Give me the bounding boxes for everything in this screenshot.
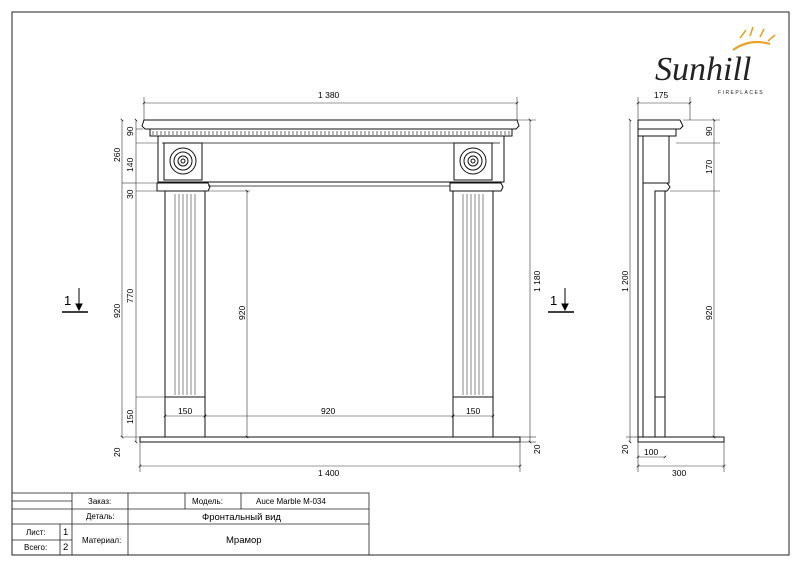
- model-label: Модель:: [192, 497, 223, 506]
- dentils: [152, 131, 510, 135]
- part-value: Фронтальный вид: [202, 512, 281, 523]
- section-mark-left: [62, 288, 88, 313]
- plinth-right: [452, 396, 494, 438]
- dim-side-1200: 1 200: [620, 270, 630, 292]
- side-frieze: [643, 135, 670, 184]
- side-capital: [655, 182, 671, 192]
- dim-front-920: 920: [112, 304, 122, 318]
- logo-brand: Sunhill: [655, 51, 751, 88]
- capital-left: [156, 182, 211, 192]
- dim-front-20-left: 20: [112, 447, 122, 457]
- dim-side-170: 170: [704, 160, 714, 174]
- dim-front-1180: 1 180: [532, 270, 542, 292]
- total-value: 2: [63, 542, 68, 553]
- sunhill-logo: Sunhill FIREPLACES: [655, 26, 776, 96]
- side-dentil: [638, 128, 677, 137]
- dim-pilaster-right-width: 150: [466, 406, 480, 416]
- dim-front-90: 90: [125, 126, 135, 136]
- total-label: Всего:: [24, 543, 47, 552]
- pilaster-left: [164, 190, 206, 398]
- rosette-left-icon: [163, 142, 203, 181]
- dim-opening-height: 920: [237, 306, 247, 320]
- section-mark-right-label: 1: [550, 293, 557, 308]
- hearth: [139, 436, 521, 443]
- dim-front-width-top: 1 380: [318, 90, 340, 100]
- frieze: [157, 135, 505, 183]
- dim-front-20-right: 20: [532, 444, 542, 454]
- capital-right: [449, 182, 504, 192]
- dim-pilaster-left-width: 150: [178, 406, 192, 416]
- dim-side-20: 20: [620, 444, 630, 454]
- dentil-band: [149, 128, 513, 137]
- dim-opening-width: 920: [321, 406, 335, 416]
- side-hearth: [637, 436, 725, 443]
- dim-front-150-vertical: 150: [125, 410, 135, 424]
- dim-front-30: 30: [125, 189, 135, 199]
- dim-front-260: 260: [112, 148, 122, 162]
- dim-side-90: 90: [704, 126, 714, 136]
- dim-front-140: 140: [125, 158, 135, 172]
- sheet-frame: [11, 11, 790, 556]
- dim-side-920: 920: [704, 306, 714, 320]
- rosette-right-icon: [453, 142, 493, 181]
- side-view: [637, 119, 725, 443]
- dim-side-100: 100: [644, 447, 658, 457]
- dim-front-770: 770: [125, 289, 135, 303]
- mantel-shelf: [141, 119, 520, 130]
- material-label: Материал:: [82, 536, 121, 545]
- dim-front-width-bottom: 1 400: [318, 468, 340, 478]
- side-shelf: [638, 119, 684, 130]
- front-view: [139, 119, 521, 443]
- front-dimensions: [120, 97, 536, 472]
- part-label: Деталь:: [86, 512, 115, 521]
- sheet-label: Лист:: [26, 528, 46, 537]
- pilaster-right: [452, 190, 494, 398]
- title-block: [11, 492, 370, 556]
- section-mark-left-label: 1: [64, 293, 71, 308]
- dim-side-depth-top: 175: [654, 90, 668, 100]
- dim-side-depth-bottom: 300: [672, 468, 686, 478]
- sun-rays-icon: [732, 26, 776, 51]
- side-plinth: [654, 396, 666, 438]
- side-pilaster: [654, 190, 666, 398]
- logo-tagline: FIREPLACES: [718, 90, 764, 96]
- model-value: Auce Marble M-034: [256, 497, 326, 506]
- order-label: Заказ:: [88, 497, 111, 506]
- section-mark-right: [548, 288, 574, 313]
- material-value: Мрамор: [226, 535, 262, 546]
- plinth-left: [164, 396, 206, 438]
- side-dimensions: [626, 97, 726, 472]
- sheet-value: 1: [63, 527, 68, 538]
